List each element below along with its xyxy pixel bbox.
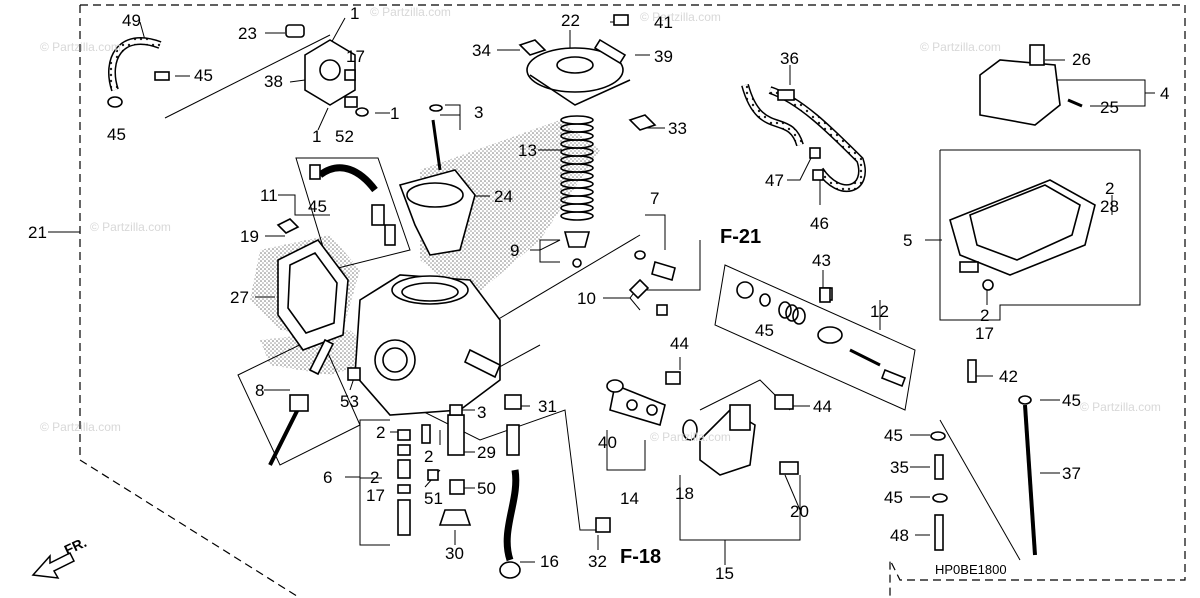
callout-45[interactable]: 45 <box>884 426 903 445</box>
callout-2[interactable]: 2 <box>424 447 434 466</box>
watermark: © Partzilla.com <box>40 40 121 54</box>
callout-30[interactable]: 30 <box>445 544 464 563</box>
group-boxes <box>237 149 1141 466</box>
callout-49[interactable]: 49 <box>122 11 141 30</box>
callout-6[interactable]: 6 <box>323 468 333 487</box>
callout-17[interactable]: 17 <box>346 47 365 66</box>
watermark: © Partzilla.com <box>90 220 171 234</box>
callout-44[interactable]: 44 <box>813 397 832 416</box>
callout-31[interactable]: 31 <box>538 397 557 416</box>
callout-32[interactable]: 32 <box>588 552 607 571</box>
callout-41[interactable]: 41 <box>654 13 673 32</box>
callout-51[interactable]: 51 <box>424 489 443 508</box>
watermark: © Partzilla.com <box>370 5 451 19</box>
leader-lines <box>48 17 1155 565</box>
callout-20[interactable]: 20 <box>790 502 809 521</box>
callout-18[interactable]: 18 <box>675 484 694 503</box>
callout-53[interactable]: 53 <box>340 392 359 411</box>
callout-45[interactable]: 45 <box>308 197 327 216</box>
callout-36[interactable]: 36 <box>780 49 799 68</box>
callout-22[interactable]: 22 <box>561 11 580 30</box>
callout-35[interactable]: 35 <box>890 458 909 477</box>
callout-2[interactable]: 2 <box>370 468 380 487</box>
callout-45[interactable]: 45 <box>755 321 774 340</box>
callout-47[interactable]: 47 <box>765 171 784 190</box>
callout-17[interactable]: 17 <box>975 324 994 343</box>
callout-2[interactable]: 2 <box>980 306 990 325</box>
callout-3[interactable]: 3 <box>477 403 487 422</box>
callout-45[interactable]: 45 <box>194 66 213 85</box>
callout-15[interactable]: 15 <box>715 564 734 583</box>
outer-frame <box>79 4 1186 598</box>
reference-f18[interactable]: F-18 <box>620 546 662 568</box>
watermark: © Partzilla.com <box>650 430 731 444</box>
callout-4[interactable]: 4 <box>1160 84 1170 103</box>
callout-7[interactable]: 7 <box>650 189 660 208</box>
callout-40[interactable]: 40 <box>598 433 617 452</box>
callout-43[interactable]: 43 <box>812 251 831 270</box>
callout-11[interactable]: 11 <box>260 186 278 205</box>
watermark: © Partzilla.com <box>40 420 121 434</box>
parts <box>107 14 1096 579</box>
callout-2[interactable]: 2 <box>1105 179 1115 198</box>
front-arrow <box>31 551 76 579</box>
callout-1[interactable]: 1 <box>312 127 322 146</box>
callout-33[interactable]: 33 <box>668 119 687 138</box>
callout-10[interactable]: 10 <box>577 289 596 308</box>
callout-12[interactable]: 12 <box>870 302 889 321</box>
callout-16[interactable]: 16 <box>540 552 559 571</box>
callout-46[interactable]: 46 <box>810 214 829 233</box>
callout-2[interactable]: 2 <box>376 423 386 442</box>
callout-13[interactable]: 13 <box>518 141 537 160</box>
reference-f21[interactable]: F-21 <box>720 226 762 248</box>
callout-29[interactable]: 29 <box>477 443 496 462</box>
watermark: © Partzilla.com <box>1080 400 1161 414</box>
callout-50[interactable]: 50 <box>477 479 496 498</box>
callout-1[interactable]: 1 <box>350 4 360 23</box>
callout-42[interactable]: 42 <box>999 367 1018 386</box>
callout-27[interactable]: 27 <box>230 288 249 307</box>
callout-45[interactable]: 45 <box>1062 391 1081 410</box>
watermark: © Partzilla.com <box>640 10 721 24</box>
callout-39[interactable]: 39 <box>654 47 673 66</box>
callout-52[interactable]: 52 <box>335 127 354 146</box>
callout-26[interactable]: 26 <box>1072 50 1091 69</box>
callout-25[interactable]: 25 <box>1100 98 1119 117</box>
diagram-code: HP0BE1800 <box>935 562 1007 577</box>
callout-21[interactable]: 21 <box>28 223 47 242</box>
callout-44[interactable]: 44 <box>670 334 689 353</box>
watermark: © Partzilla.com <box>920 40 1001 54</box>
callout-14[interactable]: 14 <box>620 489 639 508</box>
callout-17[interactable]: 17 <box>366 486 385 505</box>
callout-24[interactable]: 24 <box>494 187 513 206</box>
callout-5[interactable]: 5 <box>903 231 913 250</box>
callout-28[interactable]: 28 <box>1100 197 1119 216</box>
callout-45[interactable]: 45 <box>107 125 126 144</box>
callout-37[interactable]: 37 <box>1062 464 1081 483</box>
callout-23[interactable]: 23 <box>238 24 257 43</box>
callout-48[interactable]: 48 <box>890 526 909 545</box>
callout-38[interactable]: 38 <box>264 72 283 91</box>
callout-34[interactable]: 34 <box>472 41 491 60</box>
callout-45[interactable]: 45 <box>884 488 903 507</box>
callout-1[interactable]: 1 <box>390 104 400 123</box>
callout-19[interactable]: 19 <box>240 227 259 246</box>
callout-3[interactable]: 3 <box>474 103 484 122</box>
callout-8[interactable]: 8 <box>255 381 265 400</box>
callout-9[interactable]: 9 <box>510 241 520 260</box>
